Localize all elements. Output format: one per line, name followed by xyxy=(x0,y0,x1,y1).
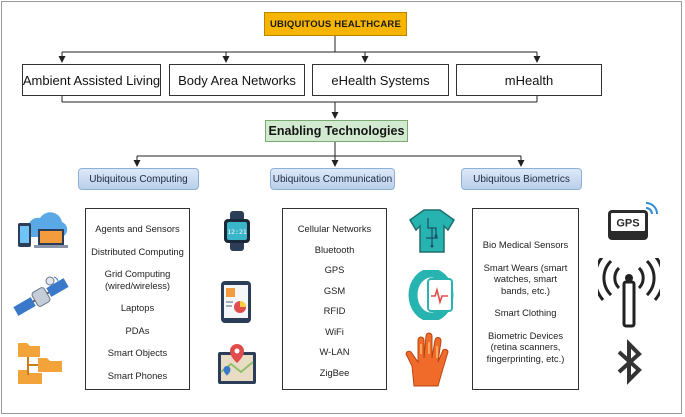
list-item: Smart Wears (smart watches, smart bands,… xyxy=(483,261,568,296)
list-item: Biometric Devices (retina scanners, fing… xyxy=(486,329,565,364)
devices-cloud-icon xyxy=(18,212,68,248)
list-item: Smart Objects xyxy=(107,347,168,358)
list-item: Cellular Networks xyxy=(297,223,372,234)
app-box-body-area-networks: Body Area Networks xyxy=(169,64,305,96)
list-ubiquitous-computing: Agents and Sensors Distributed Computing… xyxy=(85,208,190,390)
smart-glove-icon xyxy=(405,332,449,387)
gps-device-icon: GPS xyxy=(608,202,658,240)
gps-label: GPS xyxy=(616,218,639,230)
list-item: WiFi xyxy=(325,325,344,337)
tablet-chart-icon xyxy=(221,281,251,323)
enabling-technologies-box: Enabling Technologies xyxy=(265,120,408,142)
list-item: Agents and Sensors xyxy=(95,223,180,234)
list-item: RFID xyxy=(323,305,346,316)
list-item: Bio Medical Sensors xyxy=(482,239,569,250)
title-box: UBIQUITOUS HEALTHCARE xyxy=(264,12,407,36)
list-item: Grid Computing (wired/wireless) xyxy=(104,268,171,291)
map-location-icon xyxy=(218,344,256,384)
list-item: W-LAN xyxy=(319,346,350,357)
list-item: Smart Phones xyxy=(107,369,168,381)
list-item: GSM xyxy=(323,284,346,296)
category-ubiquitous-biometrics: Ubiquitous Biometrics xyxy=(461,168,582,190)
wireless-antenna-icon xyxy=(598,258,660,328)
bluetooth-icon xyxy=(617,339,642,385)
list-item: Smart Clothing xyxy=(494,307,557,318)
list-ubiquitous-biometrics: Bio Medical Sensors Smart Wears (smart w… xyxy=(472,208,579,390)
watch-time: 12:21 xyxy=(227,228,247,236)
list-item: ZigBee xyxy=(319,366,350,378)
app-box-mhealth: mHealth xyxy=(456,64,602,96)
list-item: Bluetooth xyxy=(314,243,355,255)
list-item: PDAs xyxy=(125,324,150,336)
smart-shirt-icon xyxy=(409,209,455,253)
folder-network-icon xyxy=(18,343,62,384)
fitness-band-icon xyxy=(408,270,454,320)
category-ubiquitous-communication: Ubiquitous Communication xyxy=(270,168,395,190)
list-ubiquitous-communication: Cellular Networks Bluetooth GPS GSM RFID… xyxy=(282,208,387,390)
list-item: Laptops xyxy=(120,302,155,313)
app-box-ambient-assisted-living: Ambient Assisted Living xyxy=(22,64,161,96)
app-box-ehealth-systems: eHealth Systems xyxy=(312,64,449,96)
list-item: GPS xyxy=(324,264,345,275)
category-ubiquitous-computing: Ubiquitous Computing xyxy=(78,168,199,190)
list-item: Distributed Computing xyxy=(91,245,184,257)
satellite-icon xyxy=(13,276,69,316)
smartwatch-icon: 12:21 xyxy=(224,211,250,251)
